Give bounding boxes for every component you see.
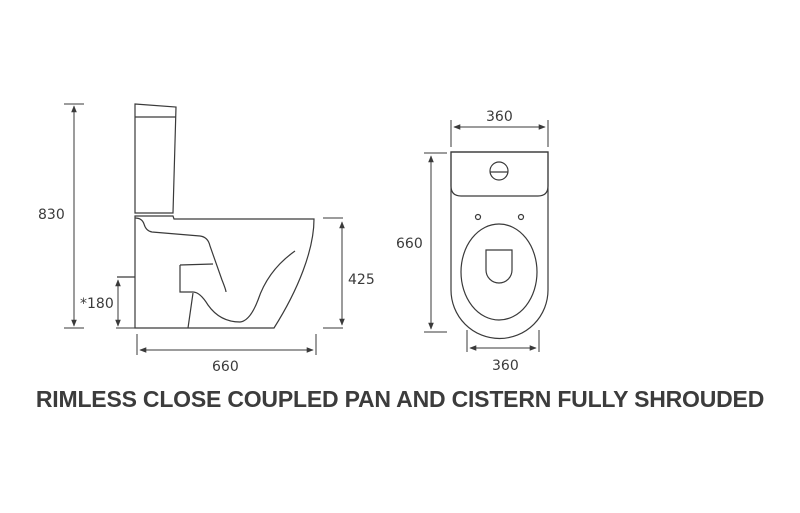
flush-button — [489, 161, 509, 181]
side-view — [117, 103, 315, 329]
cistern-outline — [134, 103, 177, 214]
outlet-leg — [187, 292, 194, 329]
side-dimensions — [64, 103, 345, 355]
top-outline — [450, 151, 549, 340]
seat-hinge-left — [474, 213, 482, 221]
outlet-line — [179, 250, 296, 323]
label-660-side: 660 — [212, 359, 239, 375]
trap-line — [134, 217, 227, 293]
label-360-bottom: 360 — [492, 358, 519, 374]
pan-outline — [134, 215, 315, 329]
bowl-rim — [460, 223, 538, 321]
top-dimensions — [424, 120, 549, 352]
bowl-outlet — [485, 249, 513, 284]
drawing-title: RIMLESS CLOSE COUPLED PAN AND CISTERN FU… — [35, 386, 765, 412]
seat-hinge-right — [517, 213, 525, 221]
label-180: *180 — [80, 296, 114, 312]
label-360-top: 360 — [486, 109, 513, 125]
label-425: 425 — [348, 272, 375, 288]
label-830: 830 — [38, 207, 65, 223]
label-660-top: 660 — [396, 236, 423, 252]
cistern-top — [450, 151, 549, 197]
top-view — [450, 151, 549, 340]
